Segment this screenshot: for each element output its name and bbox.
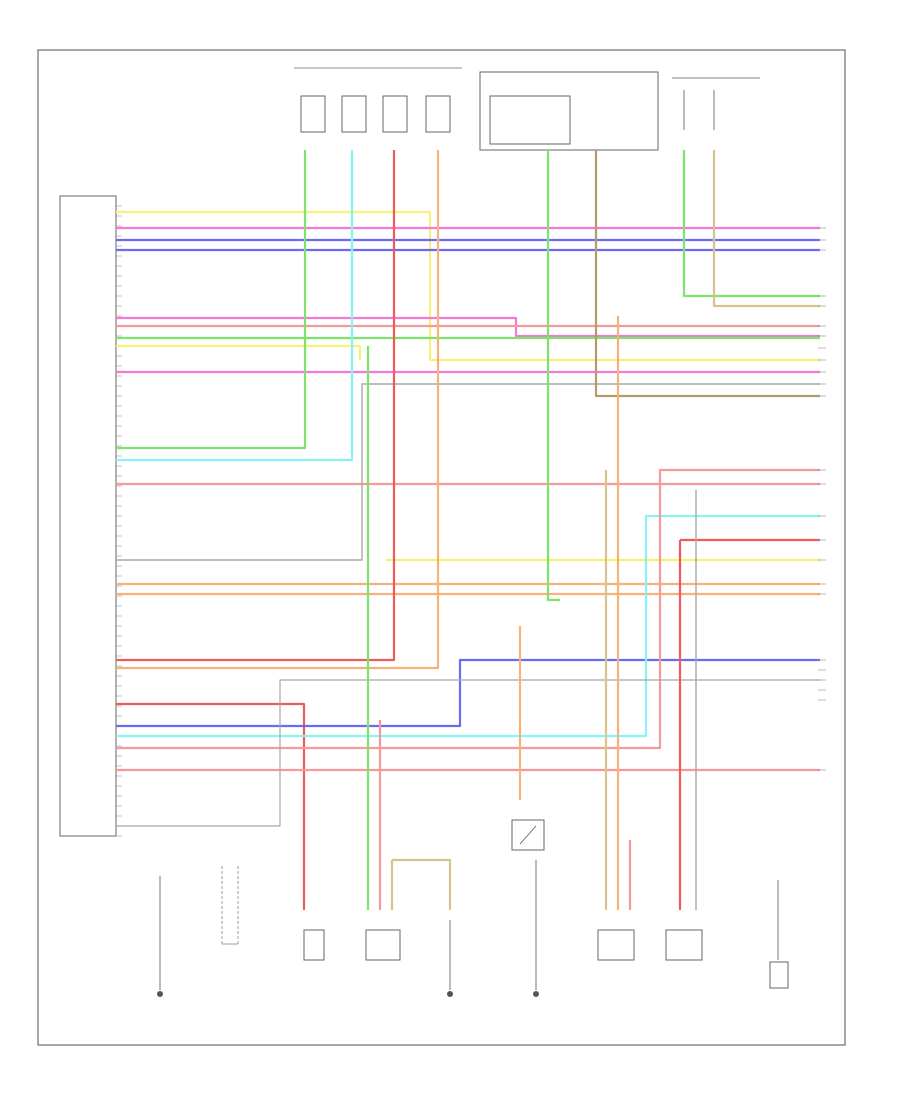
ground-c-symbol <box>533 860 539 997</box>
wire-20 <box>116 658 820 728</box>
map-sensor <box>597 929 635 961</box>
oxygen-sensor <box>665 929 703 961</box>
fuse-symbol <box>769 880 789 989</box>
junction-block <box>479 71 659 151</box>
ignition-coil-3 <box>382 95 408 133</box>
wire-11 <box>116 150 354 462</box>
junction-block-inner <box>489 95 571 145</box>
diagram-frame <box>37 49 846 1046</box>
crankshaft-position-sensor <box>365 929 401 961</box>
wire-13 <box>116 383 820 561</box>
wire-39 <box>712 150 820 308</box>
ground-a-symbol <box>157 876 163 997</box>
ground-b-symbol <box>447 920 453 997</box>
wire-38 <box>682 150 820 298</box>
ignition-coil-2 <box>341 95 367 133</box>
wires <box>116 150 820 910</box>
wire-10 <box>116 150 307 450</box>
wire-17 <box>116 150 396 662</box>
fuse-box <box>769 961 789 989</box>
wire-31 <box>594 150 820 398</box>
ignition-coil-4 <box>425 95 451 133</box>
wire-1 <box>116 210 820 362</box>
engine-control-module <box>59 195 122 837</box>
ecm-frame <box>59 195 117 837</box>
wire-8 <box>116 344 362 360</box>
wire-24 <box>116 679 820 827</box>
wire-19 <box>116 702 306 910</box>
wire-22 <box>116 468 820 750</box>
right-edge-pin-numbers <box>818 227 826 771</box>
ignition-coil-1 <box>300 95 326 133</box>
switch-symbol <box>511 819 545 851</box>
wire-29 <box>546 150 560 602</box>
ecm-pin-labels <box>116 205 122 837</box>
relay-top-right <box>672 77 760 130</box>
camshaft-position-sensor <box>303 929 325 961</box>
wire-28 <box>392 858 452 910</box>
bottom-components <box>157 819 789 997</box>
ignition-coils <box>300 95 451 133</box>
wire-18 <box>116 150 440 670</box>
knock-sensor-symbol <box>221 866 239 945</box>
